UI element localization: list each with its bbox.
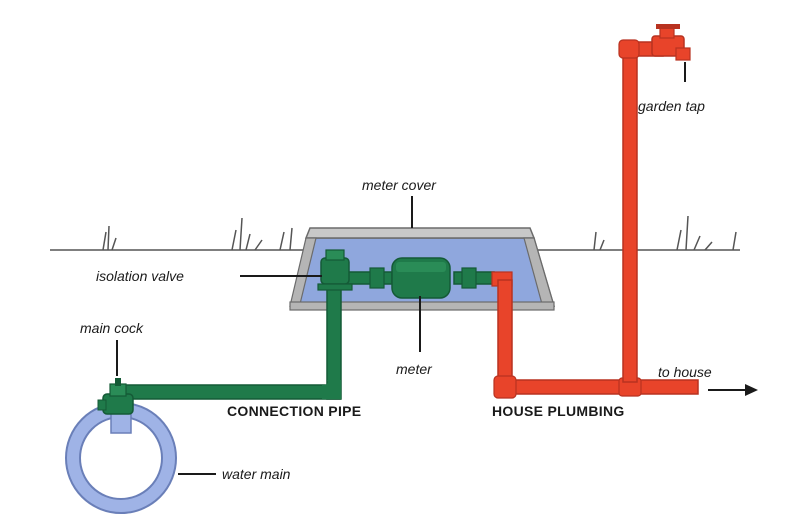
main-cock-label: main cock <box>80 320 144 336</box>
meter-body <box>369 257 477 299</box>
isolation-valve <box>317 249 353 291</box>
to-house-label: to house <box>658 364 712 380</box>
water-main-ring <box>65 402 177 514</box>
isolation-valve-label: isolation valve <box>96 268 184 284</box>
garden-tap <box>651 24 691 61</box>
meter-label: meter <box>396 361 433 377</box>
house-plumbing-label: HOUSE PLUMBING <box>492 403 625 419</box>
water-main-label: water main <box>222 466 291 482</box>
meter-cover <box>289 227 555 311</box>
grass-tufts <box>102 215 737 251</box>
garden-tap-label: garden tap <box>638 98 705 114</box>
leader-lines <box>116 62 686 475</box>
meter-cover-label: meter cover <box>362 177 437 193</box>
to-house-arrow <box>708 384 758 396</box>
house-plumbing <box>491 39 699 399</box>
main-cock <box>97 378 134 415</box>
connection-pipe-label: CONNECTION PIPE <box>227 403 361 419</box>
